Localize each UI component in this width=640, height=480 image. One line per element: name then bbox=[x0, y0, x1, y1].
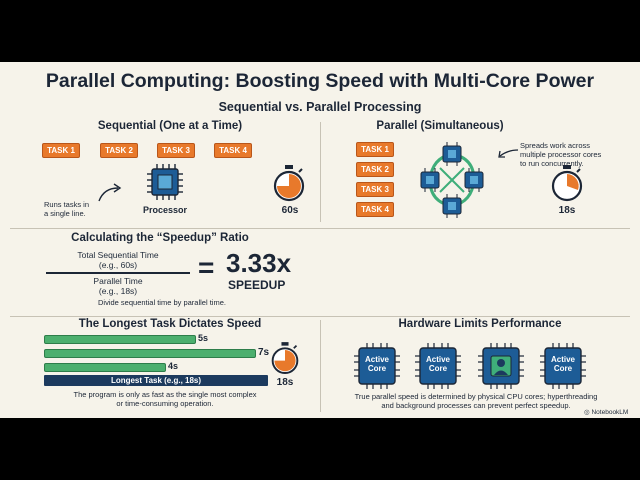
hardware-caption: True parallel speed is determined by phy… bbox=[354, 392, 598, 410]
longest-task-label: Longest Task (e.g., 18s) bbox=[110, 376, 202, 385]
stopwatch-icon bbox=[550, 164, 584, 202]
speedup-numerator: Total Sequential Time (e.g., 60s) bbox=[77, 250, 159, 270]
parallel-time: 18s bbox=[558, 205, 576, 216]
duration-bar bbox=[44, 349, 256, 358]
stopwatch-icon bbox=[270, 341, 300, 375]
speedup-value: 3.33x bbox=[226, 248, 292, 278]
sequential-heading: Sequential (One at a Time) bbox=[97, 120, 243, 132]
bar-label: 7s bbox=[258, 347, 270, 358]
longest-task-bar bbox=[44, 375, 268, 386]
seq-task-4: TASK 4 bbox=[214, 143, 252, 158]
processor-chip-icon bbox=[145, 162, 185, 202]
hyperthreading-core-icon bbox=[477, 342, 525, 390]
divider-horizontal-1 bbox=[10, 228, 630, 229]
multicore-cluster-icon bbox=[412, 138, 492, 222]
speedup-denominator: Parallel Time (e.g., 18s) bbox=[93, 276, 143, 296]
longest-heading: The Longest Task Dictates Speed bbox=[78, 318, 262, 330]
parallel-note: Spreads work across multiple processor c… bbox=[520, 141, 602, 168]
page-title: Parallel Computing: Boosting Speed with … bbox=[45, 70, 595, 92]
curved-arrow-icon bbox=[96, 182, 126, 204]
brand-watermark: ◎ NotebookLM bbox=[584, 409, 629, 416]
duration-bar bbox=[44, 335, 196, 344]
bar-label: 5s bbox=[198, 333, 209, 343]
divider-horizontal-2 bbox=[10, 316, 630, 317]
duration-bar bbox=[44, 363, 166, 372]
parallel-heading: Parallel (Simultaneous) bbox=[376, 120, 504, 132]
divider-vertical-top bbox=[320, 122, 321, 222]
speedup-heading: Calculating the “Speedup” Ratio bbox=[71, 232, 249, 244]
sequential-note: Runs tasks in a single line. bbox=[44, 200, 90, 218]
fraction-bar bbox=[46, 272, 190, 274]
sequential-time: 60s bbox=[281, 205, 299, 216]
page-subtitle: Sequential vs. Parallel Processing bbox=[218, 100, 422, 114]
bar-label: 4s bbox=[168, 361, 179, 371]
longest-time: 18s bbox=[276, 377, 294, 388]
seq-task-2: TASK 2 bbox=[100, 143, 138, 158]
speedup-value-label: SPEEDUP bbox=[228, 278, 286, 292]
notebooklm-logo-icon: ◎ bbox=[584, 409, 590, 416]
stopwatch-icon bbox=[272, 164, 306, 202]
equals-sign: = bbox=[198, 252, 215, 283]
hardware-heading: Hardware Limits Performance bbox=[398, 318, 562, 330]
seq-task-3: TASK 3 bbox=[157, 143, 195, 158]
divider-vertical-bottom bbox=[320, 320, 321, 412]
pointer-arrow-icon bbox=[496, 146, 520, 160]
processor-label: Processor bbox=[142, 205, 188, 215]
speedup-caption: Divide sequential time by parallel time. bbox=[98, 298, 226, 307]
par-task-2: TASK 2 bbox=[356, 162, 394, 177]
par-task-3: TASK 3 bbox=[356, 182, 394, 197]
par-task-4: TASK 4 bbox=[356, 202, 394, 217]
slide: Parallel Computing: Boosting Speed with … bbox=[0, 62, 640, 418]
par-task-1: TASK 1 bbox=[356, 142, 394, 157]
seq-task-1: TASK 1 bbox=[42, 143, 80, 158]
longest-caption: The program is only as fast as the singl… bbox=[73, 390, 257, 408]
